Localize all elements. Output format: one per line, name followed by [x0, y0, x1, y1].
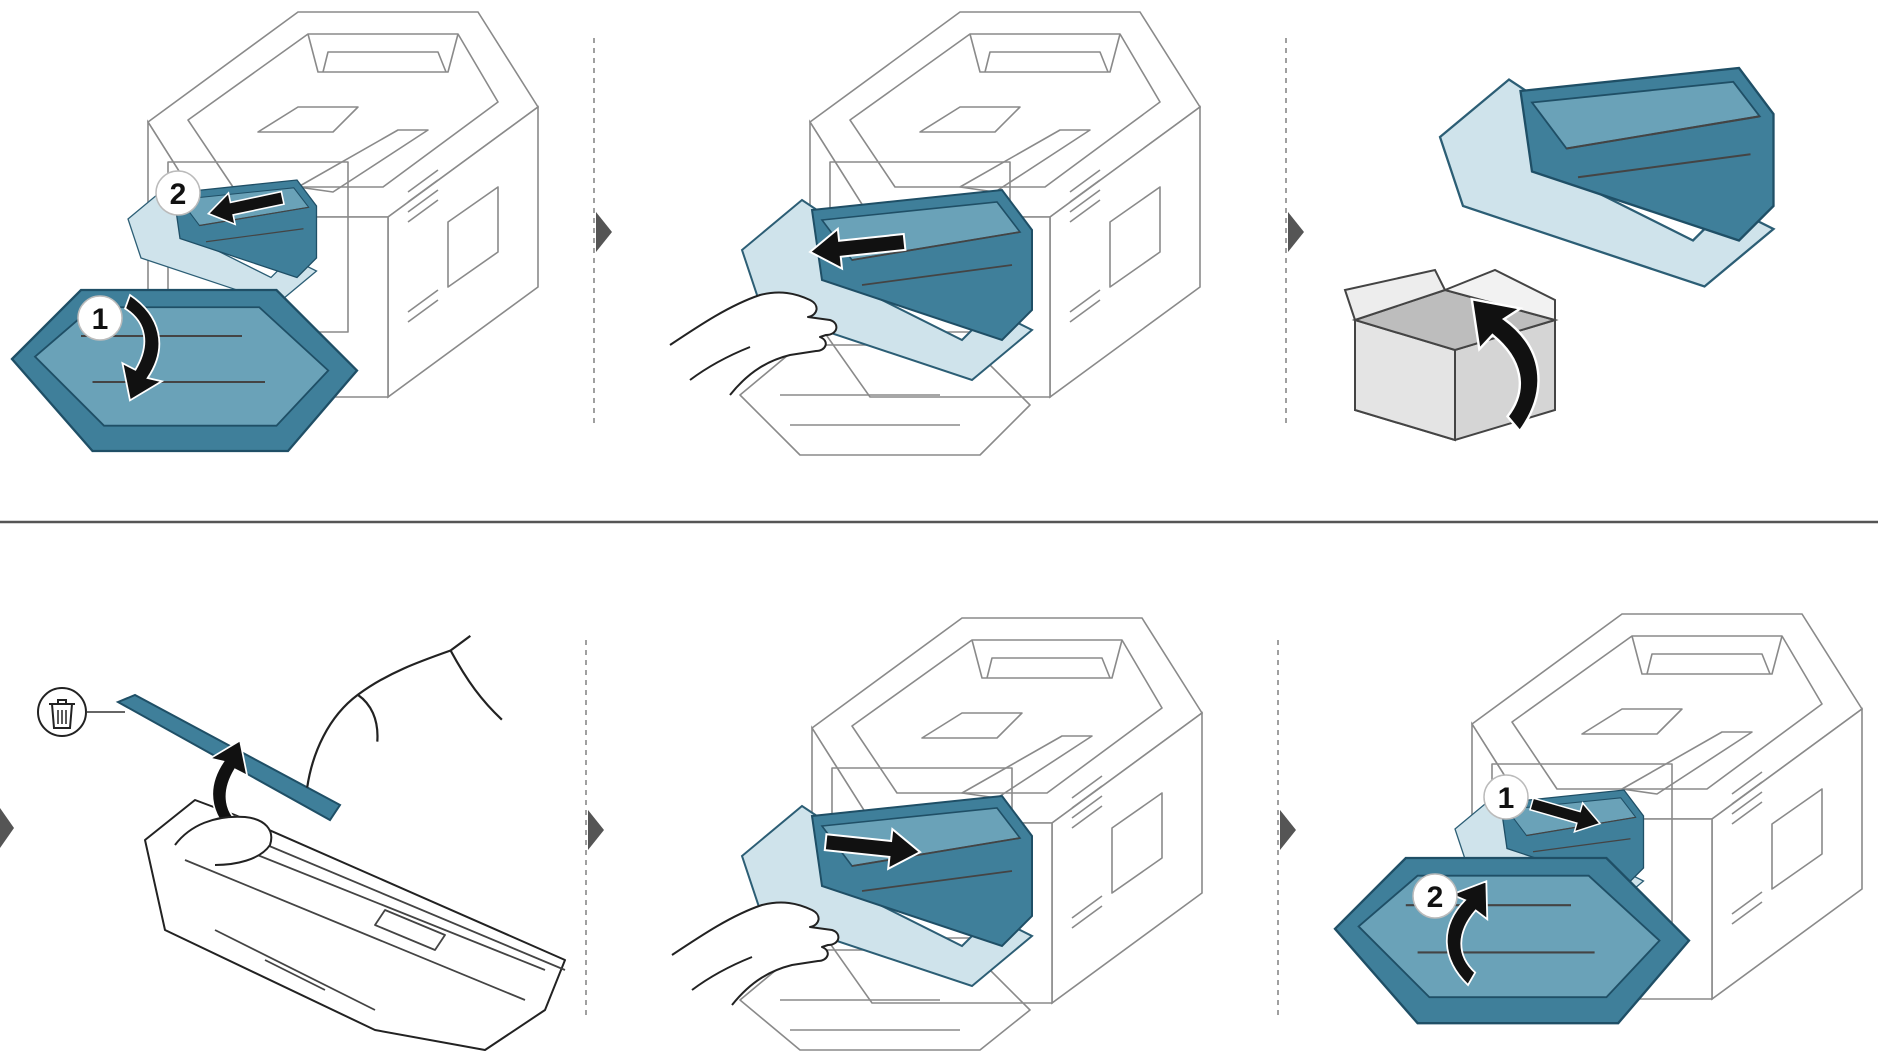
svg-text:2: 2: [1427, 881, 1444, 914]
badge-2: 2: [155, 170, 201, 216]
step-6-panel: 1 2: [1333, 613, 1863, 1025]
svg-text:1: 1: [92, 303, 109, 336]
step-2-panel: [669, 11, 1201, 456]
svg-text:1: 1: [1498, 782, 1515, 815]
badge-1: 1: [77, 295, 123, 341]
step-4-panel: [37, 634, 566, 1051]
hand: [669, 291, 838, 396]
next-step-arrow-icon: [1288, 212, 1304, 252]
next-step-arrow-icon: [588, 810, 604, 850]
badge-2: 2: [1412, 873, 1458, 919]
svg-text:2: 2: [170, 178, 187, 211]
imaging-unit-outline: [144, 799, 566, 1051]
package-box: [1343, 268, 1559, 442]
next-step-arrow-icon: [0, 808, 14, 848]
recycle-bin-icon: [37, 687, 87, 737]
hand: [671, 901, 840, 1006]
badge-1: 1: [1483, 774, 1529, 820]
step-1-panel: 2 1: [10, 11, 539, 453]
new-imaging-unit: [1438, 66, 1775, 288]
hand: [174, 815, 273, 866]
next-step-arrow-icon: [596, 212, 612, 252]
step-5-panel: [671, 617, 1203, 1051]
next-step-arrow-icon: [1280, 810, 1296, 850]
step-3-panel: [1343, 66, 1775, 442]
hand: [306, 634, 503, 788]
